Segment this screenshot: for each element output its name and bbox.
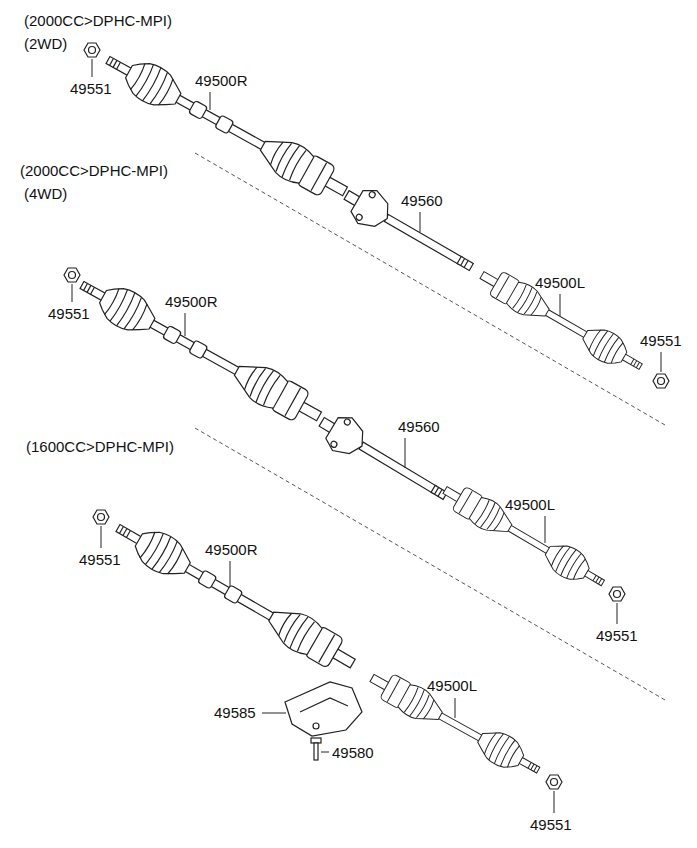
intermediate-shaft — [312, 406, 455, 513]
hub-nut — [609, 587, 625, 601]
callout-number: 49551 — [70, 80, 112, 98]
drive-shaft — [364, 664, 546, 784]
callout-number: 49500R — [205, 541, 258, 559]
section-heading: (1600CC>DPHC-MPI) — [26, 438, 174, 456]
callout-number: 49551 — [530, 816, 572, 834]
hub-nut — [653, 374, 669, 388]
callout-number: 49551 — [48, 305, 90, 323]
intermediate-shaft — [337, 179, 481, 284]
callout-number: 49500R — [165, 293, 218, 311]
hub-nut — [93, 510, 109, 524]
hub-nut — [84, 43, 100, 57]
callout-number: 49551 — [79, 551, 121, 569]
callout-number: 49551 — [596, 627, 638, 645]
drive-shaft — [99, 43, 354, 208]
section-heading: (2000CC>DPHC-MPI) — [20, 162, 168, 180]
callout-number: 49560 — [401, 192, 443, 210]
callout-number: 49551 — [640, 332, 682, 350]
drive-shaft — [474, 262, 648, 380]
drive-shaft — [437, 477, 610, 596]
heat-shield — [285, 682, 362, 736]
drive-shaft — [109, 512, 363, 680]
hub-nut — [64, 268, 80, 282]
callout-number: 49580 — [332, 744, 374, 762]
callout-number: 49500L — [505, 496, 555, 514]
section-heading: (4WD) — [24, 185, 67, 203]
bolt — [311, 738, 321, 760]
callout-number: 49500L — [535, 274, 585, 292]
hub-nut — [546, 775, 562, 789]
callout-number: 49560 — [398, 418, 440, 436]
section-heading: (2000CC>DPHC-MPI) — [24, 12, 172, 30]
callout-number: 49585 — [214, 704, 256, 722]
callout-number: 49500R — [195, 72, 248, 90]
section-heading: (2WD) — [24, 35, 67, 53]
drive-shaft — [73, 268, 328, 433]
callout-number: 49500L — [427, 677, 477, 695]
